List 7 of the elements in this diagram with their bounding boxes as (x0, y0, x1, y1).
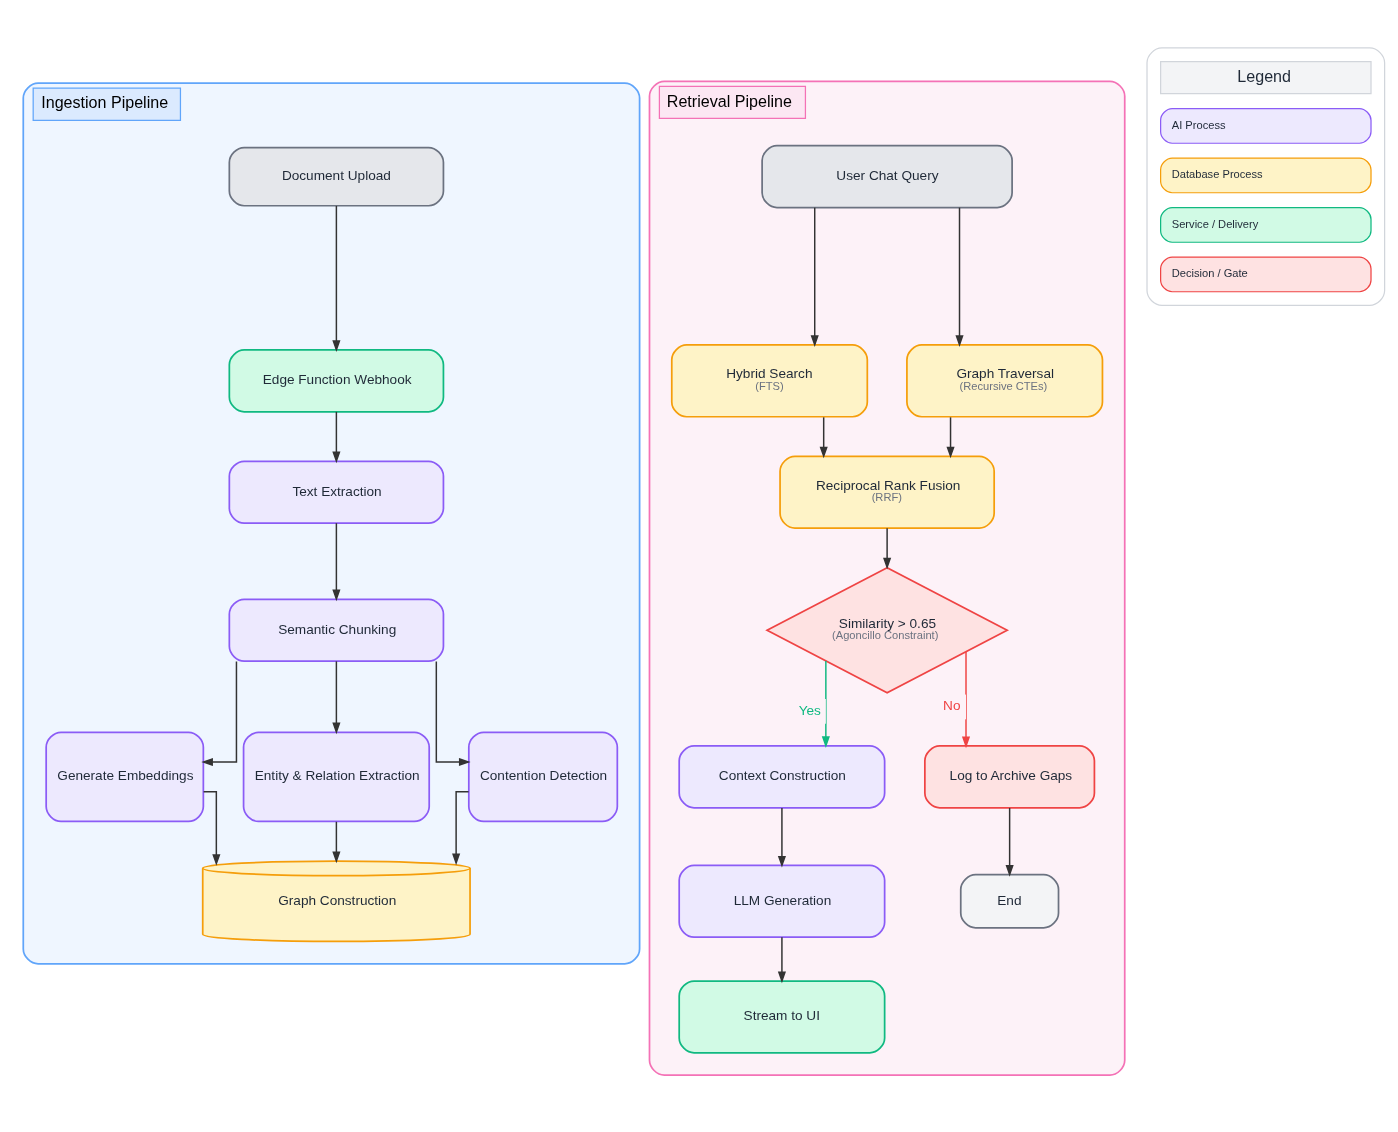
legend-label: Database Process (1171, 167, 1263, 180)
label: Legend (1237, 66, 1292, 85)
edge-label: No (943, 697, 961, 713)
edge-label: Yes (798, 702, 821, 718)
legend-label: Decision / Gate (1171, 266, 1248, 279)
legend-label: AI Process (1171, 118, 1226, 131)
legend-label: Service / Delivery (1171, 217, 1259, 230)
